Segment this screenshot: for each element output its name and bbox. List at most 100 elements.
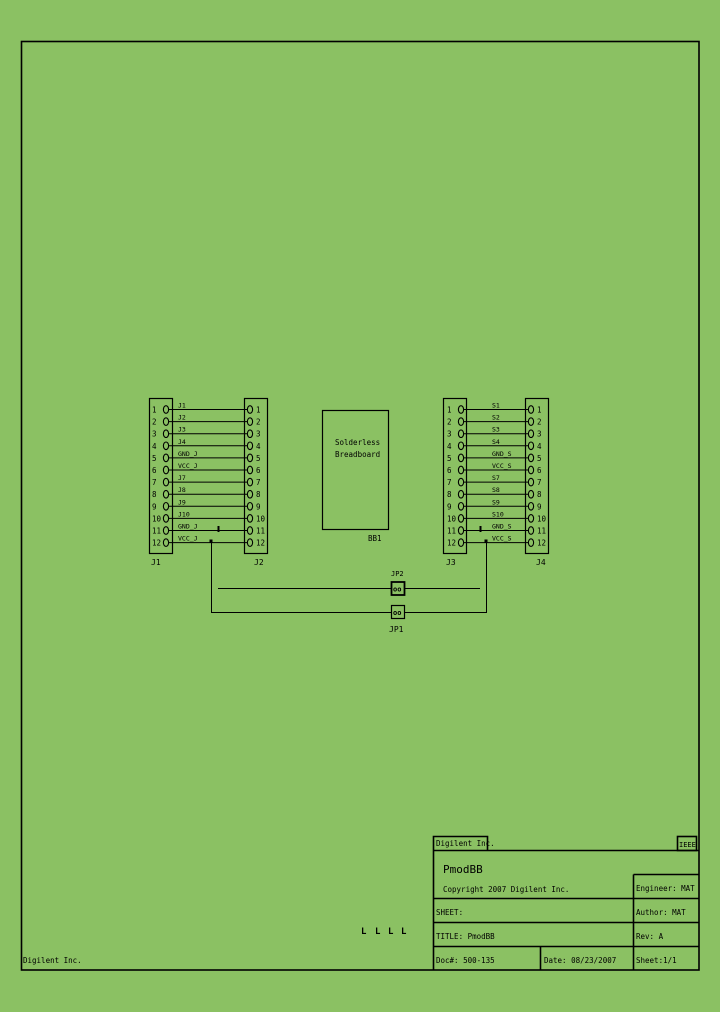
pin-number: 5 [152, 454, 157, 463]
net-wire: S9 [463, 498, 529, 507]
pin-number: 2 [152, 418, 157, 427]
pin-number: 5 [537, 454, 542, 463]
pin-number: 7 [256, 478, 261, 487]
net-wire: J8 [168, 486, 248, 495]
ieee-box [676, 835, 698, 852]
pin-circle-icon [527, 453, 535, 463]
connector-pin: 3 [152, 429, 170, 439]
pin-circle-icon [457, 429, 465, 439]
net-label: GND_S [492, 523, 512, 531]
pin-circle-icon [246, 477, 254, 487]
net-wire: S4 [463, 438, 529, 447]
jumper-jp1: oo JP1 [389, 604, 406, 634]
pin-circle-icon [162, 526, 170, 535]
pin-number: 5 [447, 454, 452, 463]
connector-ref-j1: J1 [151, 558, 161, 567]
connector-pin: 1 [152, 405, 170, 415]
connector-ref-j4: J4 [536, 558, 546, 567]
net-wire: J9 [168, 498, 248, 507]
connector-pin: 11 [246, 526, 265, 536]
title-block-project: PmodBB [443, 863, 483, 876]
pin-number: 12 [256, 539, 265, 548]
net-wire: S8 [463, 486, 529, 495]
pin-circle-icon [246, 441, 254, 451]
net-label: S8 [492, 486, 500, 494]
connector-pin: 6 [447, 465, 465, 475]
pin-circle-icon [527, 526, 535, 535]
connector-pin: 3 [447, 429, 465, 439]
pin-circle-icon [527, 501, 535, 511]
connector-pin: 5 [527, 453, 542, 463]
pin-circle-icon [162, 489, 170, 499]
pin-number: 4 [537, 442, 542, 451]
pin-number: 10 [447, 514, 457, 523]
pin-circle-icon [527, 489, 535, 499]
pin-number: 9 [256, 502, 261, 511]
net-wire: VCC_J [168, 535, 248, 544]
net-label: J10 [178, 510, 190, 518]
connector-pin: 2 [246, 417, 261, 427]
pin-number: 7 [152, 478, 157, 487]
net-wire: J3 [168, 426, 248, 435]
title-block-sheet-label: SHEET: [436, 908, 463, 917]
net-label: J3 [178, 426, 186, 434]
pin-circle-icon [457, 489, 465, 499]
jumper-ref-jp1: JP1 [389, 625, 404, 634]
jumper-pins-jp2: oo [393, 586, 401, 594]
pin-circle-icon [457, 538, 465, 547]
pin-number: 1 [152, 406, 157, 415]
pin-number: 6 [152, 466, 157, 475]
pin-number: 11 [152, 527, 161, 536]
connector-pin: 3 [246, 429, 261, 439]
connector-pin: 3 [527, 429, 542, 439]
bottom-left-company: Digilent Inc. [23, 956, 82, 965]
pin-circle-icon [162, 501, 170, 511]
connector-pin: 7 [527, 477, 542, 487]
title-block-company: Digilent Inc. [436, 839, 495, 848]
pin-circle-icon [527, 441, 535, 451]
net-wire: J2 [168, 414, 248, 423]
title-block-sheet-number: Sheet:1/1 [636, 956, 677, 965]
pin-number: 12 [152, 539, 161, 548]
net-wire: S2 [463, 414, 529, 423]
pin-number: 3 [256, 430, 261, 439]
connector-pin: 9 [527, 501, 542, 511]
pin-circle-icon [457, 526, 465, 535]
connector-ref-j3: J3 [446, 558, 456, 567]
connector-pin: 5 [152, 453, 170, 463]
net-wire: GND_J [168, 450, 248, 459]
connector-pin: 1 [447, 405, 465, 415]
pin-circle-icon [527, 465, 535, 475]
net-wire: J1 [168, 402, 248, 410]
net-wire: J10 [168, 510, 248, 519]
pin-circle-icon [162, 477, 170, 487]
pin-circle-icon [527, 514, 535, 523]
pin-circle-icon [246, 489, 254, 499]
pin-number: 11 [447, 527, 456, 536]
pin-number: 9 [152, 502, 157, 511]
net-label: GND_J [178, 523, 198, 531]
pin-number: 12 [447, 539, 456, 548]
pin-number: 6 [537, 466, 542, 475]
pin-circle-icon [162, 465, 170, 475]
corner-mark-2: L [375, 927, 381, 937]
pin-number: 11 [537, 527, 546, 536]
title-block-date: Date: 08/23/2007 [544, 956, 616, 965]
pin-circle-icon [527, 417, 535, 426]
pin-number: 5 [256, 454, 261, 463]
net-label: VCC_J [178, 462, 198, 470]
pin-circle-icon [246, 538, 254, 547]
pin-number: 7 [447, 478, 452, 487]
connector-pin: 4 [447, 441, 465, 451]
net-label: S10 [492, 510, 504, 518]
pin-number: 4 [447, 442, 452, 451]
net-wire: GND_S [463, 450, 529, 459]
pin-number: 3 [537, 430, 542, 439]
pin-circle-icon [162, 538, 170, 547]
pin-number: 9 [537, 502, 542, 511]
pin-circle-icon [246, 429, 254, 439]
connector-pin: 12 [246, 538, 265, 548]
pin-number: 11 [256, 527, 265, 536]
